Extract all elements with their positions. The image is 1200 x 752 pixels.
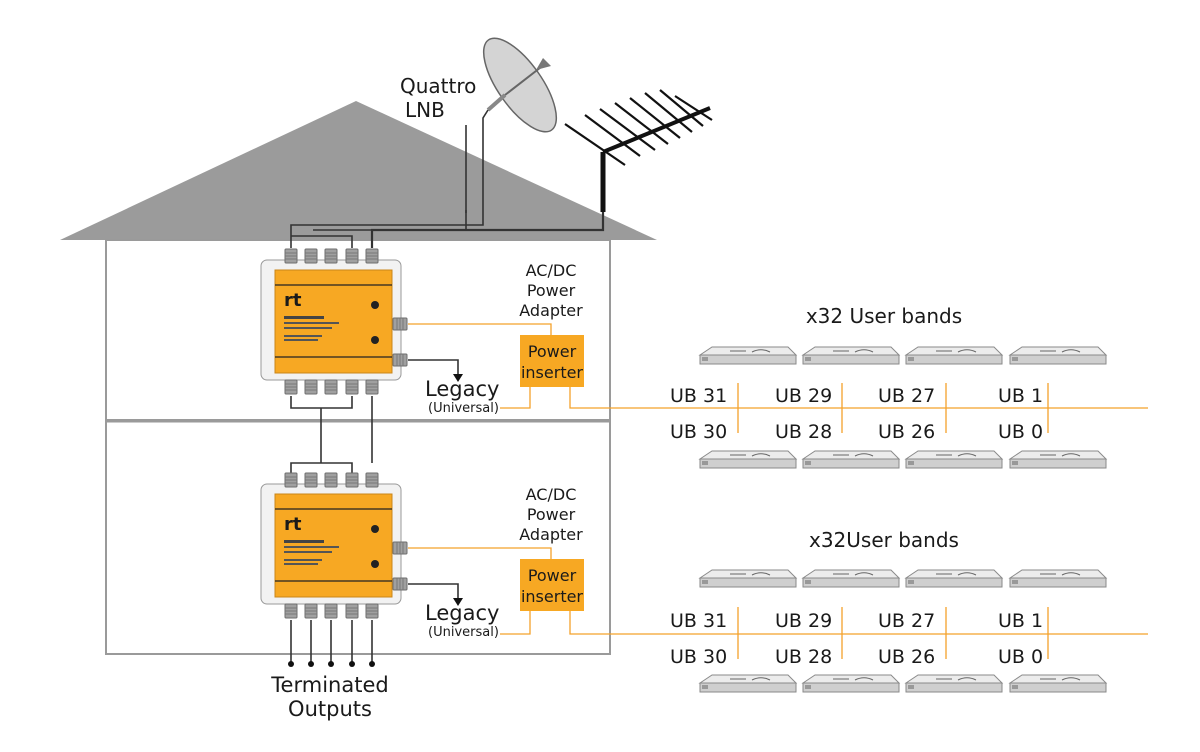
receiver-icon xyxy=(802,450,900,469)
receiver-icon xyxy=(1009,674,1107,693)
user-bands-title: x32 User bands xyxy=(806,304,962,328)
receiver-icon xyxy=(699,569,797,588)
trunk-cables xyxy=(290,396,373,473)
receiver-icon xyxy=(905,569,1003,588)
upper-multiswitch: rt xyxy=(260,248,408,395)
adapter-label-line1: AC/DC xyxy=(526,485,577,504)
user-band-label: UB 1 xyxy=(998,610,1043,632)
legacy-label: Legacy xyxy=(425,377,499,401)
receiver-icon xyxy=(1009,346,1107,365)
receiver-icon xyxy=(905,346,1003,365)
lnb-label-line2: LNB xyxy=(405,98,445,122)
house-roof xyxy=(60,101,657,240)
lower-multiswitch: rt xyxy=(260,472,408,619)
user-band-groups: x32 User bands UB 31 UB 30 UB 29 UB 28 UB 27 U… xyxy=(670,304,1107,693)
universal-label: (Universal) xyxy=(428,401,499,416)
user-band-label: UB 26 xyxy=(878,646,935,668)
user-band-label: UB 30 xyxy=(670,646,727,668)
user-band-label: UB 0 xyxy=(998,421,1043,443)
user-band-cable-lower xyxy=(408,547,1148,635)
receiver-icon xyxy=(699,346,797,365)
legacy-output-lower xyxy=(408,583,463,606)
satellite-dish-icon xyxy=(482,37,558,133)
user-band-label: UB 30 xyxy=(670,421,727,443)
universal-label: (Universal) xyxy=(428,625,499,640)
user-band-label: UB 29 xyxy=(775,610,832,632)
terminated-label-line1: Terminated xyxy=(270,673,388,697)
terminated-outputs xyxy=(288,620,375,667)
user-bands-title: x32User bands xyxy=(809,528,959,552)
inserter-label-line2: inserter xyxy=(521,363,583,382)
receiver-icon xyxy=(1009,450,1107,469)
power-inserter-upper: Power inserter xyxy=(520,335,584,387)
receiver-icon xyxy=(905,450,1003,469)
inserter-label-line2: inserter xyxy=(521,587,583,606)
adapter-label-line1: AC/DC xyxy=(526,261,577,280)
user-band-label: UB 28 xyxy=(775,646,832,668)
adapter-label-line2: Power xyxy=(527,281,576,300)
lnb-cables xyxy=(290,109,605,248)
user-band-label: UB 27 xyxy=(878,385,935,407)
switch-logo: rt xyxy=(284,514,302,535)
adapter-label-line2: Power xyxy=(527,505,576,524)
user-band-group: x32User bands UB 31 UB 30 UB 29 UB 28 UB 27 UB… xyxy=(670,528,1107,693)
user-band-label: UB 27 xyxy=(878,610,935,632)
receiver-icon xyxy=(699,450,797,469)
switch-logo: rt xyxy=(284,290,302,311)
adapter-label-line3: Adapter xyxy=(519,525,583,544)
user-band-label: UB 31 xyxy=(670,385,727,407)
user-band-label: UB 28 xyxy=(775,421,832,443)
power-inserter-lower: Power inserter xyxy=(520,559,584,611)
user-band-label: UB 31 xyxy=(670,610,727,632)
user-band-label: UB 0 xyxy=(998,646,1043,668)
receiver-icon xyxy=(802,674,900,693)
receiver-icon xyxy=(802,569,900,588)
legacy-output-upper xyxy=(408,359,463,382)
terrestrial-antenna-icon xyxy=(564,89,713,212)
receiver-icon xyxy=(1009,569,1107,588)
user-band-label: UB 26 xyxy=(878,421,935,443)
receiver-icon xyxy=(802,346,900,365)
inserter-label-line1: Power xyxy=(528,566,577,585)
terminated-label-line2: Outputs xyxy=(288,697,372,721)
lnb-label-line1: Quattro xyxy=(400,74,476,98)
receiver-icon xyxy=(699,674,797,693)
inserter-label-line1: Power xyxy=(528,342,577,361)
receiver-icon xyxy=(905,674,1003,693)
user-band-group: x32 User bands UB 31 UB 30 UB 29 UB 28 UB 27 U… xyxy=(670,304,1107,469)
adapter-label-line3: Adapter xyxy=(519,301,583,320)
legacy-label: Legacy xyxy=(425,601,499,625)
user-band-label: UB 1 xyxy=(998,385,1043,407)
user-band-label: UB 29 xyxy=(775,385,832,407)
user-band-cable-upper xyxy=(408,323,1148,409)
